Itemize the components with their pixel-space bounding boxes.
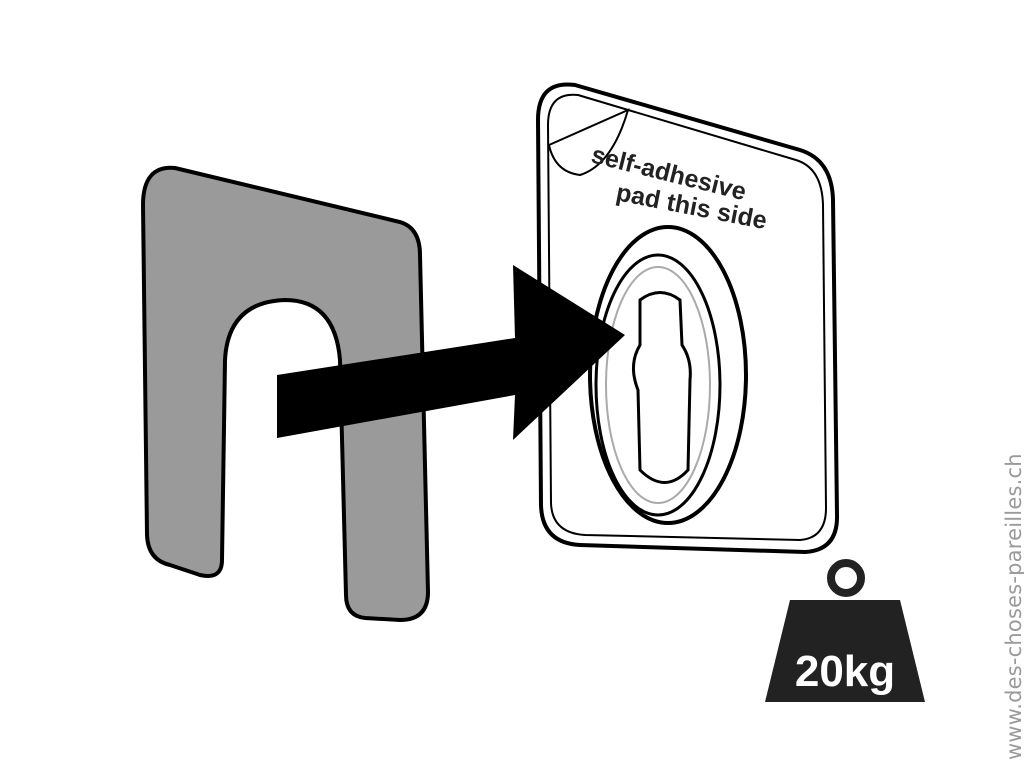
weight-icon: 20kg (765, 559, 925, 702)
keyhole-mount (588, 225, 748, 525)
adhesive-pad: self-adhesive pad this side (535, 82, 840, 555)
u-shaped-plate (140, 165, 431, 623)
arrow-icon (277, 265, 625, 440)
watermark: www.des-choses-pareilles.ch (1002, 453, 1024, 760)
weight-label: 20kg (795, 647, 895, 696)
